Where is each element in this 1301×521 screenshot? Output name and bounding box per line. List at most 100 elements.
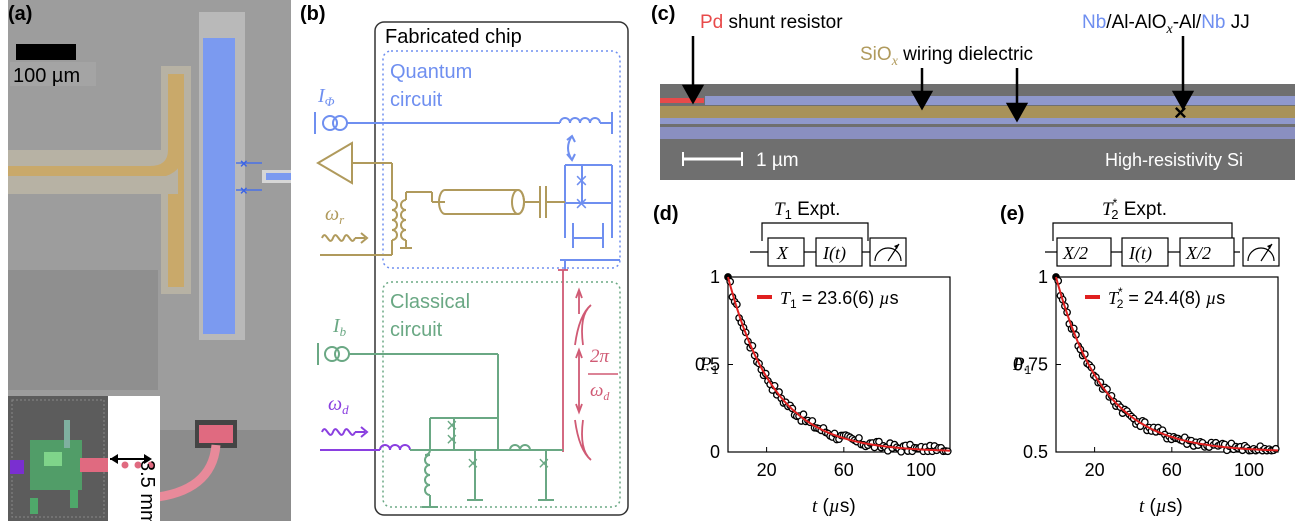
panel-a: × × 100 µm (a) 3.5 mm (8, 0, 291, 521)
nb1-text: Nb (1082, 12, 1106, 33)
gate-box (1056, 237, 1112, 267)
omega-r-label: ωr (325, 203, 345, 227)
two-pi-label: 2π (590, 346, 610, 367)
panel-label-e: (e) (1000, 203, 1024, 225)
quantum-label-1: Quantum (390, 61, 472, 83)
jj-symbol: × (446, 429, 458, 451)
x-tick-label: 100 (1234, 460, 1264, 480)
y-tick-label: 1 (710, 267, 720, 287)
classical-circuit (317, 343, 563, 508)
panel-label-d: (d) (653, 203, 679, 225)
qubit-pad (203, 38, 235, 334)
gate-box (815, 237, 863, 267)
gate-box (767, 237, 805, 267)
panel-label-a: (a) (8, 3, 32, 25)
jj-annotation: Nb/Al-AlOx-Al/Nb JJ (1082, 12, 1250, 37)
flux-line (314, 112, 613, 162)
panel-label-c: (c) (651, 3, 675, 25)
chip-title: Fabricated chip (385, 26, 522, 48)
dielectric-annotation: SiOx wiring dielectric (860, 44, 1033, 69)
jj-symbol: × (575, 168, 588, 193)
qubit-circuit (560, 164, 620, 270)
pd-text: Pd (700, 12, 723, 33)
fit-curve-d (727, 276, 951, 452)
gate-x: X (776, 243, 789, 263)
nb2-text: Nb (1201, 12, 1225, 33)
scalebar-bar (16, 44, 76, 60)
y-tick-label: 0 (710, 442, 720, 462)
sem-stripe-mid (660, 118, 1295, 124)
shunt-pad (199, 425, 233, 443)
measure-icon (1242, 237, 1280, 267)
fit-curve-e (1055, 276, 1278, 452)
omega-d-label: ωd (328, 393, 349, 417)
scalebar-label-a: 100 µm (13, 65, 80, 87)
bias-line (558, 269, 592, 461)
jj-symbol: × (575, 191, 588, 216)
quantum-label-2: circuit (390, 89, 443, 111)
substrate-label: High-resistivity Si (1105, 150, 1243, 170)
x-tick-label: 20 (757, 460, 777, 480)
scalebar-label-c: 1 µm (756, 150, 799, 171)
title-d: T1 Expt. (774, 199, 840, 222)
legend-e: T*2 = 24.4(8) µs (1108, 285, 1225, 311)
jj-marker: × (240, 183, 248, 198)
gate-box (1179, 237, 1235, 267)
readout-circuit (316, 141, 565, 256)
axis-ticks-d: 20 60 100 0 0.5 1 (695, 267, 936, 480)
quantum-box (382, 50, 621, 269)
gate-x2: X/2 (1062, 243, 1088, 263)
sem-stripe-lower (660, 127, 1295, 139)
panel-label-b: (b) (300, 3, 326, 25)
axis-ticks-e: 20 60 100 0.5 0.75 1 (1013, 267, 1264, 480)
xlabel-d: t (µs) (812, 496, 856, 517)
feedline (8, 150, 184, 176)
panel-e: (e) T*2 Expt. X/2 I(t) X/2 20 60 100 0.5 0.7… (1000, 196, 1280, 517)
x-tick-label: 100 (906, 460, 936, 480)
ground-plane-region (8, 270, 158, 390)
sem-stripe-top (705, 96, 1295, 105)
panel-d: (d) T1 Expt. X I(t) 20 60 100 0 0.5 1 T1 = 23… (653, 199, 952, 517)
jj-symbol: × (446, 415, 458, 437)
i-phi-label: IΦ (317, 85, 335, 109)
measure-icon (869, 237, 907, 267)
jj-end-text: JJ (1226, 12, 1250, 33)
distance-label: 3.5 mm (136, 460, 158, 521)
omega-d-frac: ωd (590, 380, 610, 403)
sem-wiring (660, 106, 1295, 118)
i-b-label: Ib (332, 315, 347, 339)
data-point (855, 434, 863, 442)
x-tick-label: 60 (1162, 460, 1182, 480)
shunt-annotation: Pd shunt resistor (700, 12, 843, 33)
x-tick-label: 60 (834, 460, 854, 480)
annotation-arrows (681, 36, 1195, 123)
classical-label-1: Classical (390, 291, 470, 313)
classical-label-2: circuit (390, 319, 443, 341)
gate-box (1121, 237, 1169, 267)
xlabel-e: t (µs) (1139, 496, 1183, 517)
gate-it: I(t) (822, 243, 846, 264)
classical-box (382, 281, 621, 508)
y-tick-label: 0.5 (695, 355, 720, 375)
jj-marker: × (240, 156, 248, 171)
chip-boundary (374, 21, 629, 516)
x-tick-label: 20 (1085, 460, 1105, 480)
sem-shunt (660, 98, 704, 103)
jj-symbol: × (538, 453, 550, 475)
shunt-wire (149, 444, 221, 503)
wiring-text: wiring dielectric (898, 44, 1033, 65)
drive-line (320, 426, 430, 451)
panel-b: (b) Fabricated chip Quantum circuit Clas… (300, 3, 629, 516)
panel-c: (c) × Pd shunt resistor SiOx wiring diel… (651, 3, 1295, 180)
chip-inset-details (10, 399, 108, 518)
title-e: T*2 Expt. (1102, 196, 1167, 222)
gate-x2b: X/2 (1185, 243, 1211, 263)
y-tick-label: 0.5 (1023, 442, 1048, 462)
gate-it-e: I(t) (1128, 243, 1152, 264)
shunt-text: shunt resistor (723, 12, 843, 33)
y-tick-label: 0.75 (1013, 355, 1048, 375)
jj-symbol: × (467, 453, 479, 475)
y-tick-label: 1 (1038, 267, 1048, 287)
legend-d: T1 = 23.6(6) µs (780, 288, 899, 311)
